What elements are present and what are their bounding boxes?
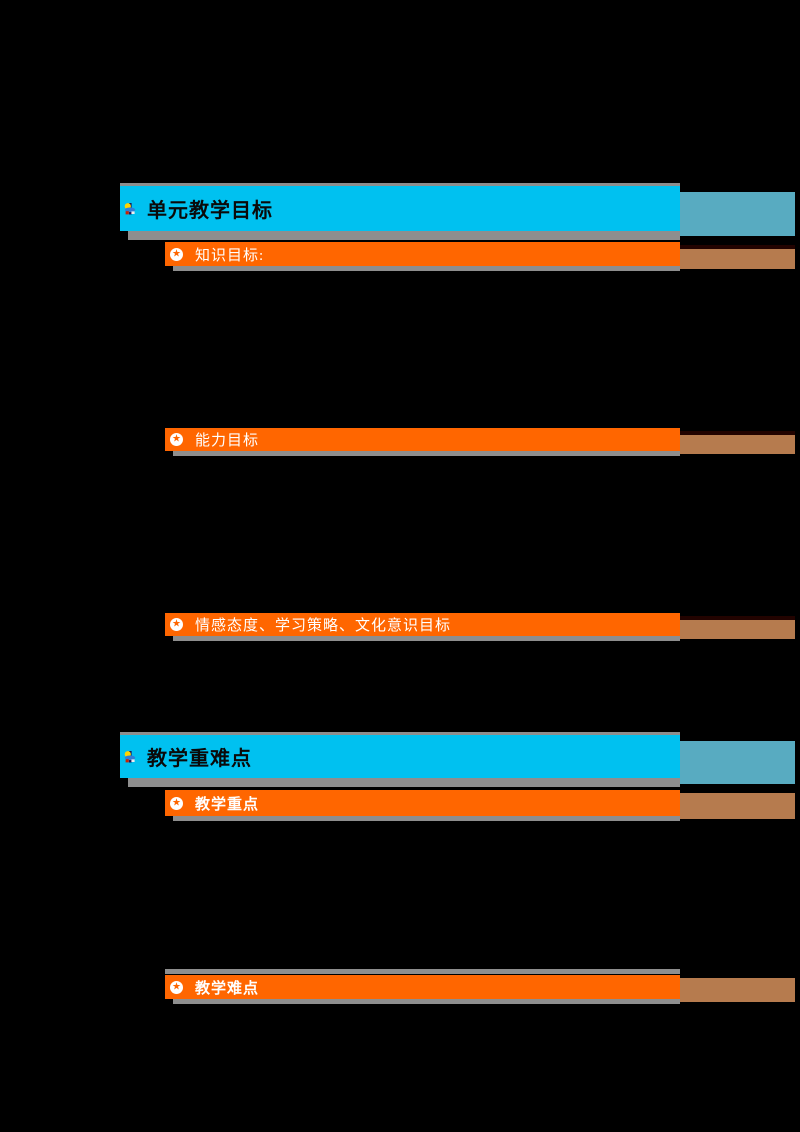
section-header-bar-key-difficult-points: 教学重难点 bbox=[120, 732, 680, 778]
bar-shadow bbox=[165, 969, 680, 974]
pushpin-bullet-icon bbox=[124, 202, 136, 214]
bar-right-extension bbox=[680, 616, 795, 639]
bar-shadow bbox=[173, 999, 680, 1004]
pushpin-bullet-icon bbox=[124, 750, 136, 762]
circle-star-bullet-icon: ★ bbox=[170, 618, 183, 631]
circle-star-bullet-icon: ★ bbox=[170, 247, 183, 261]
objective-bar-label: 知识目标: bbox=[195, 247, 265, 264]
bar-right-extension bbox=[680, 978, 795, 1002]
bar-right-extension bbox=[680, 192, 795, 236]
circle-star-bullet-icon: ★ bbox=[170, 796, 183, 810]
bar-right-extension bbox=[680, 431, 795, 454]
circle-star-bullet-icon: ★ bbox=[170, 433, 183, 446]
bar-right-extension bbox=[680, 245, 795, 269]
section-heading-label: 教学重难点 bbox=[147, 748, 252, 770]
objective-bar-knowledge: ★ 知识目标: bbox=[165, 242, 680, 266]
objective-bar-ability: ★ 能力目标 bbox=[165, 428, 680, 451]
bar-right-extension bbox=[680, 741, 795, 784]
circle-star-bullet-icon: ★ bbox=[170, 980, 183, 994]
bar-shadow bbox=[173, 816, 680, 821]
objective-bar-label: 情感态度、学习策略、文化意识目标 bbox=[195, 618, 452, 634]
bar-shadow bbox=[173, 451, 680, 456]
objective-bar-label: 教学重点 bbox=[195, 796, 260, 813]
objective-bar-label: 能力目标 bbox=[195, 433, 260, 449]
objective-bar-teaching-difficult-points: ★ 教学难点 bbox=[165, 975, 680, 999]
bar-shadow bbox=[128, 231, 680, 240]
section-heading-label: 单元教学目标 bbox=[147, 200, 273, 222]
bar-right-extension bbox=[680, 793, 795, 819]
bar-shadow bbox=[173, 636, 680, 641]
objective-bar-affect-strategy-culture: ★ 情感态度、学习策略、文化意识目标 bbox=[165, 613, 680, 636]
objective-bar-label: 教学难点 bbox=[195, 980, 260, 997]
bar-shadow bbox=[128, 778, 680, 787]
section-header-bar-unit-objectives: 单元教学目标 bbox=[120, 183, 680, 231]
objective-bar-teaching-key-points: ★ 教学重点 bbox=[165, 790, 680, 816]
bar-shadow bbox=[173, 266, 680, 271]
